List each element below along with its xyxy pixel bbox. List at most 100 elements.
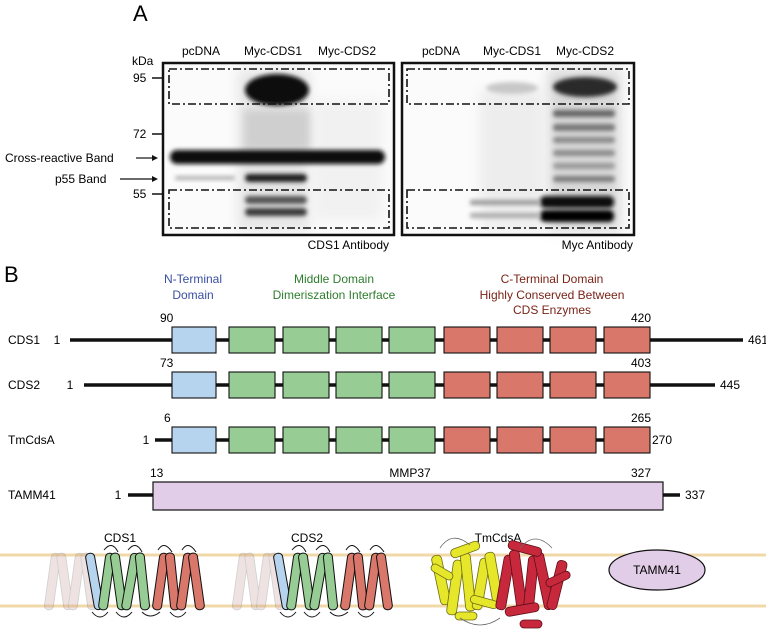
middle-domain-segment: [282, 371, 330, 399]
helix-loops: [91, 545, 197, 618]
c-terminal-domain-segment: [443, 426, 491, 454]
c-terminal-domain-segment: [443, 371, 491, 399]
marker-55: 55: [133, 187, 147, 201]
tm-helix: [110, 552, 127, 611]
structure-label-cds1: CDS1: [104, 531, 136, 545]
tmcdsa-loops: [439, 537, 553, 626]
residue-end: 445: [720, 378, 740, 392]
lane-header-left-2: Myc-CDS1: [244, 44, 302, 58]
residue-start: 1: [143, 433, 150, 447]
protein-name: TAMM41: [8, 488, 56, 502]
left-antibody-label: CDS1 Antibody: [308, 238, 389, 252]
residue-start: 1: [67, 378, 74, 392]
c-terminal-domain-segment: [603, 371, 651, 399]
header-n-terminal-line2: Domain: [172, 288, 213, 302]
domain-start-residue: 90: [160, 311, 174, 325]
middle-domain-segment: [335, 326, 383, 354]
header-c-terminal-line1: C-Terminal Domain: [501, 272, 604, 286]
right-antibody-label: Myc Antibody: [562, 238, 633, 252]
cross-reactive-arrowhead: [152, 155, 158, 161]
mmp37-domain: [152, 481, 664, 511]
tm-helix: [309, 552, 328, 611]
tamm41-ellipse: [608, 549, 706, 591]
middle-domain-segment: [388, 426, 436, 454]
p55-band-label: p55 Band: [55, 172, 106, 186]
tamm41-structure: TAMM41: [608, 549, 706, 591]
c-terminal-domain-segment: [549, 326, 597, 354]
c-terminal-domain-segment: [496, 326, 544, 354]
tmcdsa-yellow-subunit: [430, 540, 504, 621]
header-c-terminal-line2: Highly Conserved Between: [480, 288, 625, 302]
tm-helix: [298, 552, 315, 611]
residue-start: 1: [54, 333, 61, 347]
tm-helix: [364, 552, 381, 611]
c-terminal-domain-segment: [603, 426, 651, 454]
marker-72: 72: [133, 127, 147, 141]
header-middle: Middle Domain Dimeriszation Interface: [273, 272, 396, 302]
tmcdsa-red-subunit: [495, 540, 571, 629]
middle-domain-segment: [388, 371, 436, 399]
helix-loops: [279, 545, 385, 618]
cds1-cartoon: [43, 545, 205, 618]
lane-header-right-2: Myc-CDS1: [483, 44, 541, 58]
middle-domain-segment: [228, 326, 276, 354]
marker-95: 95: [133, 71, 147, 85]
tm-helix: [340, 552, 357, 611]
cds2-cartoon: [231, 545, 393, 618]
structure-label-cds2: CDS2: [291, 531, 323, 545]
header-n-terminal-line1: N-Terminal: [164, 272, 222, 286]
protein-name: TmCdsA: [8, 433, 55, 447]
domain-start-residue: 13: [150, 466, 164, 480]
tm-helix: [85, 552, 104, 611]
c-terminal-domain-segment: [549, 371, 597, 399]
c-terminal-domain-segment: [549, 426, 597, 454]
structure-label-tamm41: TAMM41: [633, 563, 681, 577]
mmp37-label: MMP37: [389, 466, 431, 480]
residue-end: 461: [748, 333, 766, 347]
tm-helix: [376, 552, 393, 611]
header-middle-line2: Dimeriszation Interface: [273, 288, 396, 302]
track-tamm41: TAMM41 1 337 13 327 MMP37: [8, 466, 705, 511]
panel-b-label: B: [4, 262, 19, 287]
lane-header-right-3: Myc-CDS2: [556, 44, 614, 58]
n-terminal-domain: [171, 326, 217, 354]
middle-domain-segment: [282, 426, 330, 454]
c-terminal-domain-segment: [496, 371, 544, 399]
header-c-terminal: C-Terminal Domain Highly Conserved Betwe…: [480, 272, 625, 317]
tm-helix: [322, 552, 339, 611]
domain-end-residue: 420: [631, 311, 651, 325]
tm-helix: [134, 552, 151, 611]
middle-domain-segment: [282, 326, 330, 354]
n-terminal-domain: [171, 371, 217, 399]
tm-helix: [176, 552, 193, 611]
residue-end: 270: [652, 433, 672, 447]
domain-end-residue: 327: [631, 466, 651, 480]
tm-helix: [273, 552, 292, 611]
tm-helix: [188, 552, 205, 611]
lane-header-right-1: pcDNA: [422, 44, 460, 58]
residue-start: 1: [115, 488, 122, 502]
tm-helix: [286, 552, 303, 611]
tm-helix: [352, 552, 369, 611]
lane-header-left-3: Myc-CDS2: [318, 44, 376, 58]
header-middle-line1: Middle Domain: [294, 272, 374, 286]
kda-label: kDa: [132, 54, 154, 68]
blot-right: [400, 61, 636, 237]
tm-helix: [152, 552, 169, 611]
residue-end: 337: [685, 488, 705, 502]
p55-arrowhead: [152, 176, 158, 182]
tm-helix: [164, 552, 181, 611]
protein-name: CDS2: [8, 378, 40, 392]
cross-reactive-band-label: Cross-reactive Band: [5, 151, 114, 165]
n-terminal-domain: [171, 426, 217, 454]
domain-end-residue: 403: [631, 356, 651, 370]
header-n-terminal: N-Terminal Domain: [164, 272, 222, 302]
middle-domain-segment: [335, 426, 383, 454]
header-c-terminal-line3: CDS Enzymes: [513, 303, 591, 317]
tmcdsa-structure: [430, 537, 571, 629]
c-terminal-domain-segment: [443, 326, 491, 354]
protein-name: CDS1: [8, 333, 40, 347]
